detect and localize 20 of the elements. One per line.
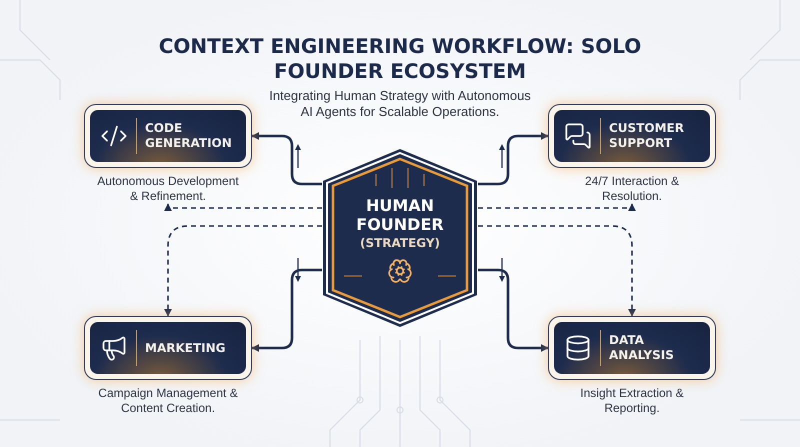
agent-title: DATA ANALYSIS [609, 333, 675, 363]
agent-description: Campaign Management & Content Creation. [97, 386, 239, 416]
agent-title: MARKETING [145, 340, 227, 356]
agent-description: Autonomous Development & Refinement. [96, 174, 240, 204]
dashed-arrow [478, 203, 636, 212]
arrow [478, 132, 549, 186]
arrow [251, 132, 322, 186]
agent-description: Insight Extraction & Reporting. [579, 386, 685, 416]
hub-title: HUMAN FOUNDER [355, 196, 445, 234]
hub-subtitle: (STRATEGY) [360, 236, 440, 250]
subtitle: Integrating Human Strategy with Autonomous AI Agents for Scalable Operations. [268, 88, 532, 120]
arrow [478, 268, 549, 352]
dashed-arrow [164, 225, 322, 317]
agent-title: CUSTOMER SUPPORT [609, 121, 685, 151]
dashed-arrow [164, 203, 322, 212]
agent-title: CODE GENERATION [145, 121, 233, 151]
arrow [251, 268, 322, 352]
agent-description: 24/7 Interaction & Resolution. [584, 174, 680, 204]
dashed-arrow [478, 225, 636, 317]
title: CONTEXT ENGINEERING WORKFLOW: SOLO FOUNDER ECOSYSTEM [158, 34, 642, 84]
